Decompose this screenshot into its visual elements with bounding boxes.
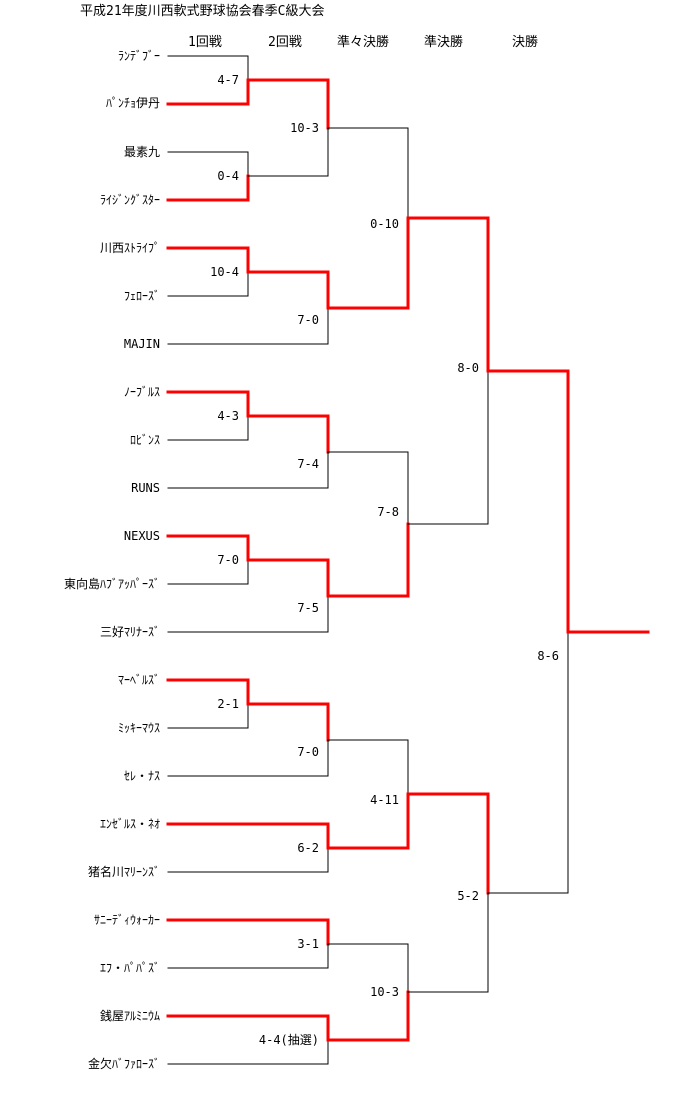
round-header-sf: 準決勝 bbox=[424, 35, 464, 50]
team-name: ｻﾆｰﾃﾞｨｳｫｰｶｰ bbox=[93, 913, 160, 927]
match-score: 6-2 bbox=[297, 841, 319, 855]
match-score: 7-4 bbox=[297, 457, 319, 471]
match-score: 7-0 bbox=[217, 553, 239, 567]
team-name: 金欠ﾊﾞﾌｧﾛｰｽﾞ bbox=[87, 1057, 160, 1071]
team-name: 最素九 bbox=[123, 145, 160, 159]
team-name: ﾉｰﾌﾞﾙｽ bbox=[123, 385, 160, 399]
team-name: ﾐｯｷｰﾏｳｽ bbox=[117, 721, 160, 735]
match-score: 10-4 bbox=[210, 265, 239, 279]
match-score: 0-10 bbox=[370, 217, 399, 231]
match-score: 8-0 bbox=[457, 361, 479, 375]
tournament-title: 平成21年度川西軟式野球協会春季C級大会 bbox=[80, 4, 325, 19]
team-name: NEXUS bbox=[123, 529, 160, 543]
round-header-2: 2回戦 bbox=[268, 35, 302, 50]
match-score: 7-8 bbox=[377, 505, 399, 519]
match-score: 2-1 bbox=[217, 697, 239, 711]
team-name: 東向島ﾊﾌﾞｱｯﾊﾟｰｽﾞ bbox=[63, 577, 160, 591]
match-score: 3-1 bbox=[297, 937, 319, 951]
team-name: ｾﾚ・ﾅｽ bbox=[123, 769, 160, 783]
match-score: 0-4 bbox=[217, 169, 239, 183]
match-score: 4-3 bbox=[217, 409, 239, 423]
team-name: ﾊﾟﾝﾁｮ伊丹 bbox=[105, 96, 160, 110]
match-score: 7-0 bbox=[297, 745, 319, 759]
team-name: ｴﾌ・ﾊﾟﾊﾟｽﾞ bbox=[99, 961, 160, 975]
team-name: ﾏｰﾍﾞﾙｽﾞ bbox=[117, 673, 160, 687]
round-header-final: 決勝 bbox=[512, 35, 539, 50]
team-name: 銭屋ｱﾙﾐﾆｳﾑ bbox=[99, 1009, 160, 1023]
match-score: 4-7 bbox=[217, 73, 239, 87]
round-header-1: 1回戦 bbox=[188, 35, 222, 50]
team-name: 川西ｽﾄﾗｲﾌﾟ bbox=[99, 241, 160, 255]
match-score: 10-3 bbox=[290, 121, 319, 135]
match-score: 10-3 bbox=[370, 985, 399, 999]
team-name: RUNS bbox=[131, 481, 160, 495]
match-score: 7-5 bbox=[297, 601, 319, 615]
match-score: 5-2 bbox=[457, 889, 479, 903]
round-header-qf: 準々決勝 bbox=[337, 35, 390, 50]
team-name: ｴﾝｾﾞﾙｽ・ﾈｵ bbox=[99, 817, 160, 831]
team-name: ﾌｪﾛｰｽﾞ bbox=[123, 289, 160, 303]
match-score: 4-11 bbox=[370, 793, 399, 807]
team-name: MAJIN bbox=[123, 337, 160, 351]
team-name: ﾗｲｼﾞﾝｸﾞｽﾀｰ bbox=[99, 193, 160, 207]
match-score: 7-0 bbox=[297, 313, 319, 327]
team-name: 猪名川ﾏﾘｰﾝｽﾞ bbox=[87, 865, 160, 879]
team-name: ﾗﾝﾃﾞﾌﾞｰ bbox=[117, 49, 160, 63]
match-score: 8-6 bbox=[537, 649, 559, 663]
match-score: 4-4(抽選) bbox=[258, 1033, 319, 1047]
team-name: ﾛﾋﾞﾝｽ bbox=[129, 433, 160, 447]
team-name: 三好ﾏﾘﾅｰｽﾞ bbox=[99, 625, 160, 639]
